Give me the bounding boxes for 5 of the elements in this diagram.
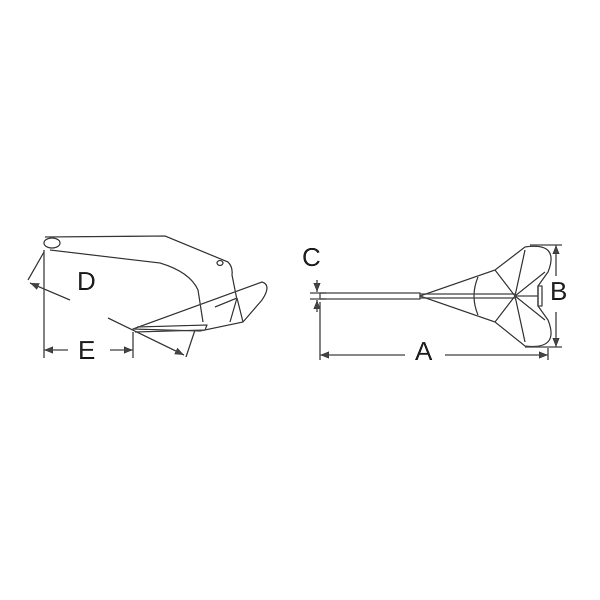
dimension-label: D: [77, 268, 96, 294]
dimension-label: B: [550, 278, 568, 304]
dimension-label: A: [415, 338, 432, 364]
dimension-label: E: [78, 337, 96, 363]
dimension-label: C: [302, 244, 321, 270]
